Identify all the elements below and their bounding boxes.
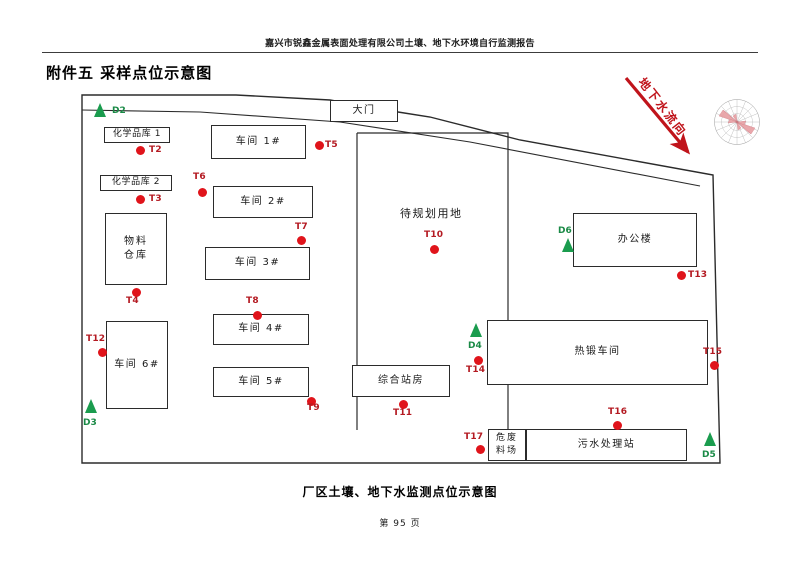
header-divider-rule bbox=[42, 52, 758, 53]
soil-sampling-point-t15[interactable] bbox=[710, 361, 719, 370]
building-label: 化学品库 2 bbox=[111, 177, 161, 188]
building-label: 料场 bbox=[495, 446, 518, 456]
soil-sampling-point-t2[interactable] bbox=[136, 146, 145, 155]
building-label: 热锻车间 bbox=[574, 346, 621, 358]
soil-point-label-t5: T5 bbox=[325, 140, 338, 150]
soil-sampling-point-t3[interactable] bbox=[136, 195, 145, 204]
building-label: 综合站房 bbox=[378, 374, 424, 386]
groundwater-well-label-d3: D3 bbox=[83, 418, 97, 428]
soil-point-label-t4: T4 bbox=[126, 296, 139, 306]
figure-caption: 厂区土壤、地下水监测点位示意图 bbox=[302, 485, 498, 499]
soil-point-label-t8: T8 bbox=[246, 296, 259, 306]
building-label: 危废 bbox=[495, 432, 518, 443]
building-label: 车间 1# bbox=[235, 135, 282, 147]
soil-point-label-t12: T12 bbox=[86, 334, 106, 344]
soil-sampling-point-t6[interactable] bbox=[198, 188, 207, 197]
building-office-building: 办公楼 bbox=[573, 213, 697, 267]
groundwater-well-d3[interactable] bbox=[85, 399, 97, 413]
groundwater-well-label-d6: D6 bbox=[558, 226, 572, 236]
building-workshop-1: 车间 1# bbox=[211, 125, 306, 159]
building-workshop-4: 车间 4# bbox=[213, 314, 309, 345]
soil-point-label-t16: T16 bbox=[608, 407, 628, 417]
building-label: 车间 4# bbox=[238, 323, 284, 335]
soil-sampling-point-t12[interactable] bbox=[98, 348, 107, 357]
soil-sampling-point-t7[interactable] bbox=[297, 236, 306, 245]
building-integrated-station: 综合站房 bbox=[352, 365, 450, 397]
soil-sampling-point-t13[interactable] bbox=[677, 271, 686, 280]
building-label: 车间 3# bbox=[234, 257, 281, 269]
soil-point-label-t10: T10 bbox=[424, 230, 444, 240]
planned-land-label: 待规划用地 bbox=[400, 207, 463, 220]
groundwater-well-d5[interactable] bbox=[704, 432, 716, 446]
soil-point-label-t11: T11 bbox=[393, 408, 413, 418]
soil-sampling-point-t16[interactable] bbox=[613, 421, 622, 430]
building-chemical-warehouse-1: 化学品库 1 bbox=[104, 127, 170, 143]
building-label: 物料 bbox=[124, 235, 148, 247]
appendix-title: 附件五 采样点位示意图 bbox=[46, 64, 213, 82]
soil-sampling-point-t17[interactable] bbox=[476, 445, 485, 454]
groundwater-flow-arrow bbox=[624, 76, 691, 155]
page-number: 第 95 页 bbox=[379, 519, 421, 529]
soil-sampling-point-t14[interactable] bbox=[474, 356, 483, 365]
building-hazardous-waste-yard: 危废料场 bbox=[488, 429, 526, 461]
soil-point-label-t7: T7 bbox=[295, 222, 308, 232]
building-workshop-6: 车间 6# bbox=[106, 321, 168, 409]
groundwater-well-d2[interactable] bbox=[94, 103, 106, 117]
soil-sampling-point-t8[interactable] bbox=[253, 311, 262, 320]
groundwater-well-label-d2: D2 bbox=[112, 106, 126, 116]
soil-sampling-point-t5[interactable] bbox=[315, 141, 324, 150]
building-label: 车间 6# bbox=[114, 358, 160, 370]
building-label: 车间 2# bbox=[240, 195, 286, 207]
soil-point-label-t3: T3 bbox=[149, 194, 162, 204]
building-material-warehouse: 物料仓库 bbox=[105, 213, 167, 285]
building-main-gate: 大门 bbox=[330, 100, 398, 122]
building-label: 化学品库 1 bbox=[112, 129, 162, 140]
soil-point-label-t17: T17 bbox=[464, 432, 484, 442]
interior-parcel-edge bbox=[81, 109, 701, 187]
building-sewage-treatment: 污水处理站 bbox=[526, 429, 687, 461]
building-workshop-3: 车间 3# bbox=[205, 247, 310, 280]
document-running-header: 嘉兴市锐鑫金属表面处理有限公司土壤、地下水环境自行监测报告 bbox=[265, 39, 535, 49]
soil-point-label-t2: T2 bbox=[149, 145, 162, 155]
building-label: 污水处理站 bbox=[577, 438, 636, 450]
soil-point-label-t6: T6 bbox=[193, 172, 206, 182]
groundwater-well-label-d4: D4 bbox=[468, 341, 482, 351]
groundwater-well-d4[interactable] bbox=[470, 323, 482, 337]
building-hot-forging-workshop: 热锻车间 bbox=[487, 320, 708, 385]
groundwater-well-d6[interactable] bbox=[562, 238, 574, 252]
soil-sampling-point-t10[interactable] bbox=[430, 245, 439, 254]
groundwater-well-label-d5: D5 bbox=[702, 450, 716, 460]
soil-sampling-point-t9[interactable] bbox=[307, 397, 316, 406]
site-boundary-outline bbox=[81, 94, 721, 464]
building-label: 大门 bbox=[352, 104, 376, 116]
soil-point-label-t13: T13 bbox=[688, 270, 708, 280]
building-label: 车间 5# bbox=[238, 375, 284, 387]
soil-sampling-point-t4[interactable] bbox=[132, 288, 141, 297]
soil-point-label-t14: T14 bbox=[466, 365, 486, 375]
soil-sampling-point-t11[interactable] bbox=[399, 400, 408, 409]
building-chemical-warehouse-2: 化学品库 2 bbox=[100, 175, 172, 191]
soil-point-label-t15: T15 bbox=[703, 347, 723, 357]
building-label: 仓库 bbox=[124, 250, 148, 261]
soil-point-label-t9: T9 bbox=[307, 403, 320, 413]
wind-rose-compass bbox=[714, 99, 760, 145]
building-label: 办公楼 bbox=[617, 233, 653, 245]
building-workshop-2: 车间 2# bbox=[213, 186, 313, 218]
building-workshop-5: 车间 5# bbox=[213, 367, 309, 397]
